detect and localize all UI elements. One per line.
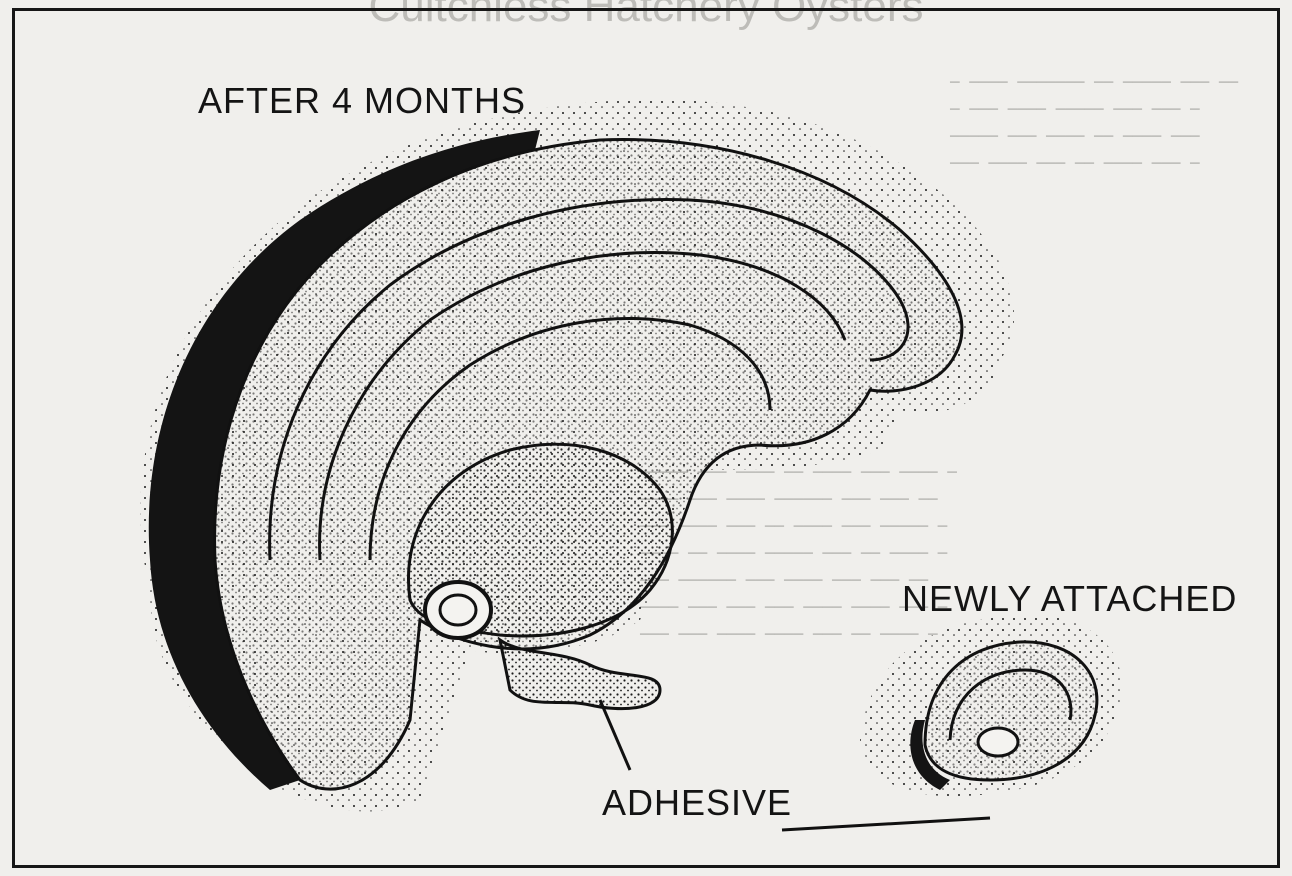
- adhesive-leader-small: [782, 818, 990, 830]
- adhesive-leader-large: [600, 700, 630, 770]
- adhesive-blob: [500, 640, 660, 709]
- large-oyster-umbo: [425, 582, 491, 638]
- after-4-months-label: AFTER 4 MONTHS: [198, 80, 526, 122]
- newly-attached-label: NEWLY ATTACHED: [902, 578, 1237, 620]
- adhesive-label: ADHESIVE: [602, 782, 792, 824]
- small-oyster-umbo: [978, 728, 1018, 756]
